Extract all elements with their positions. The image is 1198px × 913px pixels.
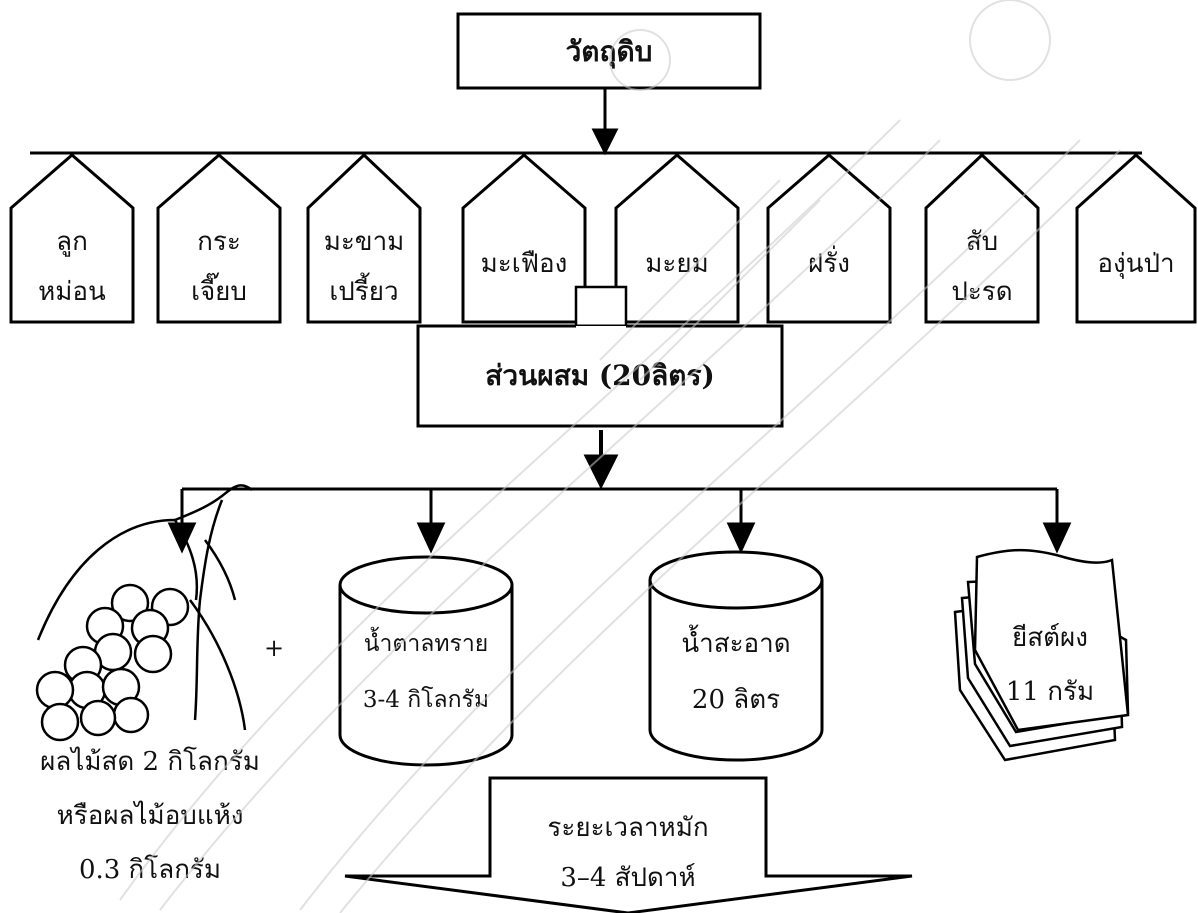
sugar-amount: 3-4 กิโลกรัม	[362, 687, 490, 713]
fruit-label-7: สับ	[965, 227, 999, 257]
fruit-label-8: องุ่นป่า	[1097, 249, 1175, 279]
fermentation-duration: 3–4 สัปดาห์	[560, 863, 696, 893]
ingredient-arrows	[167, 489, 1072, 554]
fruit-label-3-line2: เปรี้ยว	[329, 277, 399, 307]
fresh-fruit-line3: 0.3 กิโลกรัม	[78, 855, 222, 885]
sugar-label: น้ำตาลทราย	[363, 631, 489, 657]
title-arrow-head	[591, 128, 619, 156]
fruit-label-5: มะยม	[645, 249, 709, 279]
fresh-fruit-line1: ผลไม้สด 2 กิโลกรัม	[40, 747, 260, 777]
fruit-cluster-illustration	[35, 484, 253, 742]
yeast-paper-stack	[953, 548, 1130, 762]
fermentation-label: ระยะเวลาหมัก	[547, 813, 709, 843]
fruit-label-6: ฝรั่ง	[808, 249, 850, 279]
fruit-box-4	[461, 153, 587, 324]
fresh-fruit-line2: หรือผลไม้อบแห้ง	[56, 801, 244, 831]
fruit-box-5	[614, 153, 740, 324]
fruit-box-6	[766, 153, 892, 324]
mix-label: ส่วนผสม (20ลิตร)	[485, 359, 715, 392]
water-label: น้ำสะอาด	[681, 629, 791, 659]
yeast-label: ยีสต์ผง	[1012, 623, 1088, 653]
water-amount: 20 ลิตร	[691, 685, 781, 715]
fruit-label-1: ลูก	[56, 227, 88, 257]
fruit-label-2-line2: เจี๊ยบ	[191, 277, 247, 307]
mix-arrow-head	[583, 454, 619, 490]
fruit-label-7-line2: ปะรด	[951, 277, 1013, 307]
fruit-label-1-line2: หม่อน	[38, 277, 106, 307]
fruit-label-4: มะเฟือง	[480, 249, 568, 279]
plus-sign: +	[263, 634, 285, 662]
fruit-box-8	[1075, 152, 1197, 324]
yeast-amount: 11 กรัม	[1005, 677, 1095, 707]
sugar-cylinder	[338, 555, 514, 767]
title-label: วัตถุดิบ	[565, 35, 653, 68]
fruit-label-3: มะขาม	[323, 227, 405, 257]
fruit-label-2: กระ	[197, 227, 241, 257]
